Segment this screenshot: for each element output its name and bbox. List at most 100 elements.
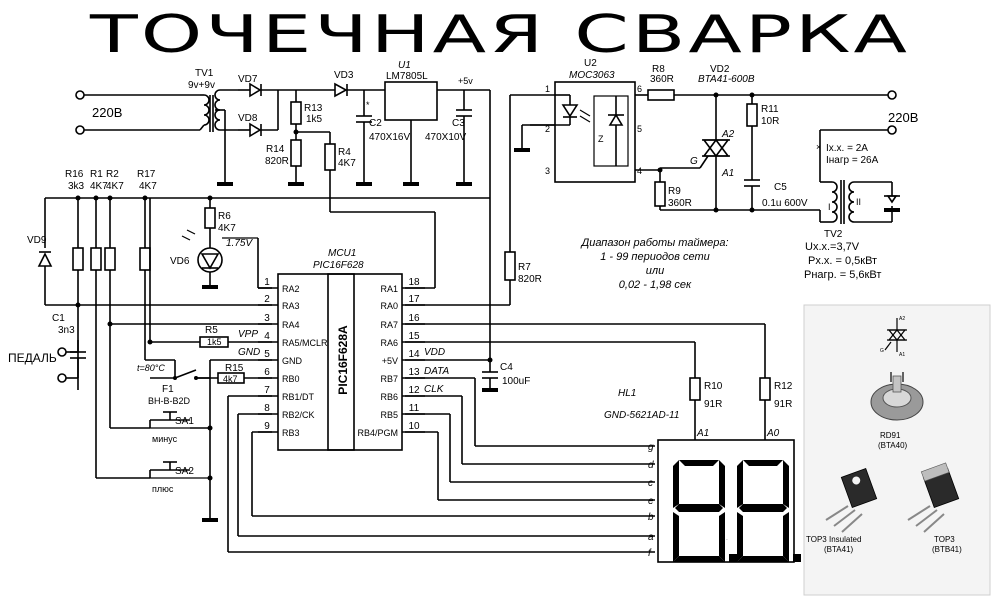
svg-text:A1: A1 — [721, 168, 734, 179]
svg-text:Z: Z — [598, 134, 604, 144]
svg-text:1k5: 1k5 — [306, 114, 323, 125]
svg-text:A1: A1 — [696, 428, 709, 439]
triac-package-panel: A2 A1 G RD91 (BTA40) TOP3 Insulated (BTA… — [803, 304, 991, 596]
svg-text:C1: C1 — [52, 313, 65, 324]
svg-text:Uх.х.=3,7V: Uх.х.=3,7V — [805, 241, 860, 253]
u2-pin-number: 2 — [545, 124, 550, 134]
svg-text:Ix.x. = 2A: Ix.x. = 2A — [826, 143, 868, 154]
diode-vd9: VD9 — [27, 198, 272, 306]
svg-text:LM7805L: LM7805L — [386, 71, 428, 82]
svg-text:R17: R17 — [137, 169, 156, 180]
capacitor-c4: C4 100uF — [482, 360, 530, 392]
resistor-r10: R10 91R — [689, 377, 723, 440]
svg-text:R14: R14 — [266, 144, 285, 155]
mcu-pin-number: 13 — [408, 367, 420, 378]
resistor-r1: R1 4K7 — [90, 169, 150, 479]
timer-range-note: Диапазон работы таймера: 1 - 99 периодов… — [579, 237, 728, 291]
svg-text:GND-5621AD-11: GND-5621AD-11 — [604, 410, 679, 421]
resistor-r4: R4 4K7 — [296, 131, 436, 289]
svg-text:R13: R13 — [304, 103, 323, 114]
mcu-pin-number: 18 — [408, 277, 420, 288]
svg-text:R16: R16 — [65, 169, 84, 180]
svg-text:C4: C4 — [500, 362, 513, 373]
mcu-pin-name: RB0 — [282, 374, 300, 384]
svg-text:4K7: 4K7 — [139, 181, 157, 192]
transformer-tv2: × Ix.x. = 2A Iнагр = 26A I II TV2 Uх.х.=… — [804, 142, 900, 281]
svg-text:VD2: VD2 — [710, 64, 730, 75]
segment-label: d — [648, 460, 654, 471]
svg-text:4k7: 4k7 — [223, 374, 238, 384]
mcu-pin-name: RA6 — [380, 338, 398, 348]
mcu-pin-name: RB5 — [380, 410, 398, 420]
svg-text:минус: минус — [152, 434, 178, 444]
resistor-r5: R5 1k5 VPP — [147, 325, 272, 348]
mcu-pin-number: 1 — [264, 277, 270, 288]
resistor-r9: R9 360R — [654, 167, 820, 213]
mains-input-left: 220В — [75, 90, 200, 135]
segment-label: b — [648, 512, 654, 523]
mcu-pin-number: 17 — [408, 294, 420, 305]
mcu-pin-name: +5V — [382, 356, 398, 366]
svg-text:1 - 99 периодов сети: 1 - 99 периодов сети — [600, 251, 709, 263]
svg-text:DATA: DATA — [424, 366, 450, 377]
mcu-pin-number: 2 — [264, 294, 270, 305]
mcu-pin-name: RA5/MCLR — [282, 338, 328, 348]
mcu-pin-number: 6 — [264, 367, 270, 378]
svg-text:470X16V: 470X16V — [369, 132, 410, 143]
svg-text:9v+9v: 9v+9v — [188, 80, 215, 91]
svg-text:+5v: +5v — [458, 76, 473, 86]
svg-text:C5: C5 — [774, 182, 787, 193]
resistor-r7: R7 820R — [405, 94, 555, 306]
svg-text:BTA41-600B: BTA41-600B — [698, 74, 755, 85]
svg-text:820R: 820R — [265, 156, 289, 167]
svg-text:820R: 820R — [518, 274, 542, 285]
svg-text:91R: 91R — [704, 399, 722, 410]
svg-text:220В: 220В — [888, 110, 918, 125]
u2-pin-number: 1 — [545, 84, 550, 94]
svg-text:Iнагр = 26A: Iнагр = 26A — [826, 155, 879, 166]
diode-vd7: VD7 — [238, 74, 278, 98]
svg-text:R8: R8 — [652, 64, 665, 75]
svg-text:100uF: 100uF — [502, 376, 530, 387]
svg-text:MCU1: MCU1 — [328, 248, 356, 259]
svg-text:360R: 360R — [668, 198, 692, 209]
svg-text:*: * — [366, 100, 370, 110]
svg-text:VD8: VD8 — [238, 113, 258, 124]
svg-text:G: G — [690, 156, 698, 167]
svg-text:SA2: SA2 — [175, 466, 194, 477]
u2-pin-number: 3 — [545, 166, 550, 176]
svg-text:R15: R15 — [225, 363, 244, 374]
svg-text:Pнагр. = 5,6кВт: Pнагр. = 5,6кВт — [804, 269, 881, 281]
mcu-pin-number: 8 — [264, 403, 270, 414]
resistor-r8: R8 360R — [647, 64, 888, 101]
svg-text:360R: 360R — [650, 74, 674, 85]
led-vd6: VD6 1.75V — [170, 229, 272, 289]
svg-text:1k5: 1k5 — [207, 337, 222, 347]
mcu-pin-name: RA3 — [282, 301, 300, 311]
svg-text:RD91: RD91 — [880, 431, 901, 440]
segment-label: c — [648, 478, 653, 489]
mcu-pin-name: RB1/DT — [282, 392, 315, 402]
svg-text:4K7: 4K7 — [338, 158, 356, 169]
svg-text:R5: R5 — [205, 325, 218, 336]
svg-text:R2: R2 — [106, 169, 119, 180]
svg-text:ПЕДАЛЬ: ПЕДАЛЬ — [8, 351, 57, 365]
svg-text:PIC16F628A: PIC16F628A — [336, 325, 350, 395]
resistor-r17: R17 4K7 — [137, 169, 176, 378]
svg-text:HL1: HL1 — [618, 388, 636, 399]
svg-text:VD7: VD7 — [238, 74, 258, 85]
svg-text:плюс: плюс — [152, 484, 174, 494]
rd91-package-icon: RD91 (BTA40) — [870, 372, 924, 450]
svg-text:4K7: 4K7 — [106, 181, 124, 192]
mcu-pin-number: 4 — [264, 331, 270, 342]
mcu-pin-number: 15 — [408, 331, 420, 342]
svg-text:VD9: VD9 — [27, 235, 47, 246]
regulator-u1: U1 LM7805L — [384, 60, 490, 186]
svg-text:3n3: 3n3 — [58, 325, 75, 336]
capacitor-c5: C5 0.1u 600V — [744, 179, 808, 213]
svg-text:F1: F1 — [162, 384, 174, 395]
mcu-pin-name: RB2/CK — [282, 410, 315, 420]
top3-package-icon: TOP3 (BTB41) — [907, 462, 962, 554]
